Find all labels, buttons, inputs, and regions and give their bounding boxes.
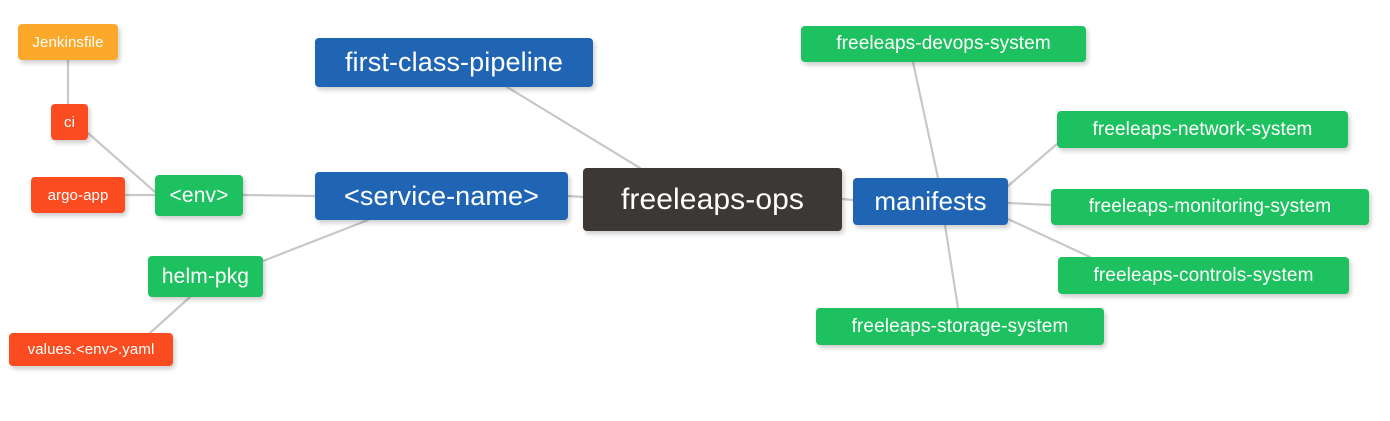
node-argo-app[interactable]: argo-app — [31, 177, 125, 213]
edge-manifests-to-monitoring — [1006, 201, 1053, 207]
edge-manifests-to-storage — [943, 223, 960, 310]
node-label: values.<env>.yaml — [27, 341, 155, 358]
node-monitoring[interactable]: freeleaps-monitoring-system — [1051, 189, 1369, 225]
node-label: freeleaps-network-system — [1092, 118, 1313, 140]
node-values-yaml[interactable]: values.<env>.yaml — [9, 333, 173, 366]
node-label: freeleaps-storage-system — [851, 315, 1069, 337]
node-helm-pkg[interactable]: helm-pkg — [148, 256, 263, 297]
node-storage[interactable]: freeleaps-storage-system — [816, 308, 1104, 345]
node-label: first-class-pipeline — [344, 47, 564, 77]
node-env[interactable]: <env> — [155, 175, 243, 216]
node-service-name[interactable]: <service-name> — [315, 172, 568, 220]
node-devops[interactable]: freeleaps-devops-system — [801, 26, 1086, 62]
edge-service-name-to-root — [566, 194, 585, 199]
node-label: freeleaps-controls-system — [1093, 264, 1314, 286]
node-root[interactable]: freeleaps-ops — [583, 168, 842, 231]
node-label: freeleaps-devops-system — [836, 33, 1051, 54]
node-label: freeleaps-ops — [620, 182, 805, 216]
node-ci[interactable]: ci — [51, 104, 88, 140]
node-pipeline[interactable]: first-class-pipeline — [315, 38, 593, 87]
edge-manifests-to-network — [1006, 142, 1059, 188]
node-label: helm-pkg — [161, 264, 250, 288]
node-manifests[interactable]: manifests — [853, 178, 1008, 225]
node-label: <env> — [169, 183, 229, 207]
node-controls[interactable]: freeleaps-controls-system — [1058, 257, 1349, 294]
node-label: manifests — [874, 186, 987, 216]
edge-values-yaml-to-helm-pkg — [148, 295, 192, 335]
edge-root-to-manifests — [840, 197, 855, 202]
node-label: Jenkinsfile — [32, 33, 104, 51]
edge-env-to-service-name — [241, 193, 317, 198]
node-label: <service-name> — [344, 180, 539, 211]
edge-helm-pkg-to-service-name — [261, 218, 370, 263]
node-label: freeleaps-monitoring-system — [1088, 196, 1332, 217]
node-label: ci — [63, 113, 76, 131]
node-jenkinsfile[interactable]: Jenkinsfile — [18, 24, 118, 60]
edge-pipeline-to-root — [505, 85, 642, 170]
edge-manifests-to-devops — [911, 60, 940, 180]
node-label: argo-app — [47, 186, 109, 204]
node-network[interactable]: freeleaps-network-system — [1057, 111, 1348, 148]
